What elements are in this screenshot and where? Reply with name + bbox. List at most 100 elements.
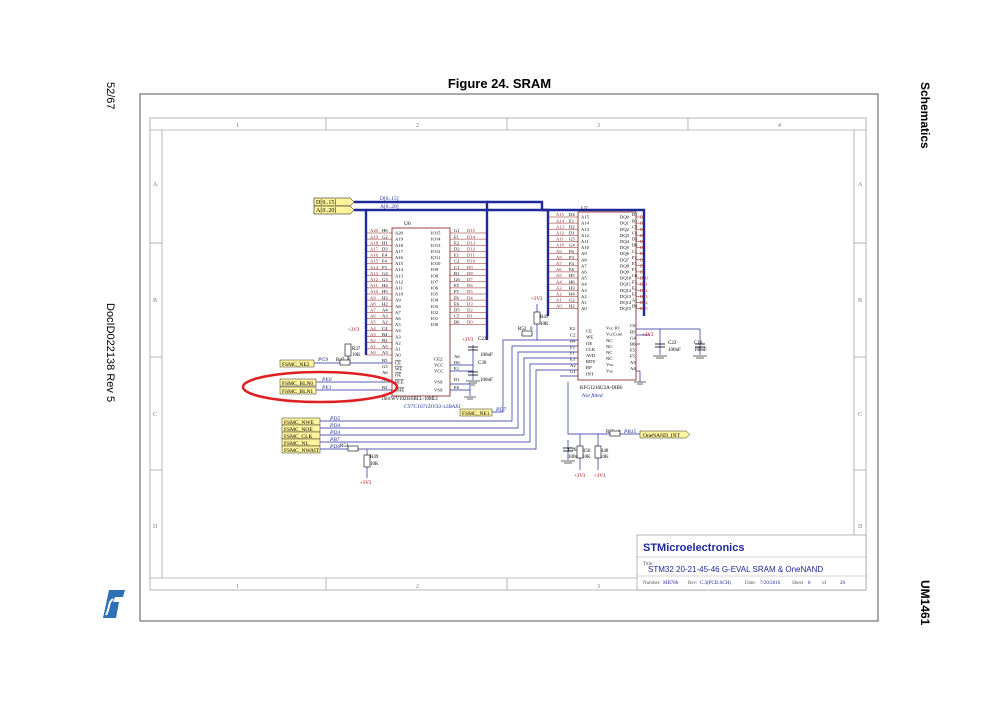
- u7-note: Not fitted: [581, 392, 603, 399]
- u6-addr-ball: E4: [382, 253, 388, 258]
- u6-data-pin: IO4: [431, 298, 439, 303]
- date-label: Date:: [745, 581, 756, 586]
- sheet-title: STM32 20-21-45-46 G-EVAL SRAM & OneNAND: [648, 565, 823, 574]
- u7-addr-ball: H5: [569, 273, 575, 278]
- u7-addr-pin: A11: [581, 239, 589, 244]
- r37-ref: R37: [352, 347, 361, 352]
- c18-value: 100nF: [694, 348, 707, 353]
- power-3v3: +3V3: [642, 333, 654, 338]
- u6-data-pin: IO3: [431, 304, 439, 309]
- net-pd6: PD6: [329, 444, 340, 450]
- u7-addr-net: A1: [556, 298, 562, 303]
- u7-data-pin: DQ0: [620, 215, 630, 220]
- net-pb15: PB15: [623, 429, 636, 435]
- u6-addr-net: A0: [370, 350, 376, 355]
- u6-data-net: D14: [467, 234, 476, 239]
- u6-data-ball: E5: [454, 283, 460, 288]
- u6-addr-pin: A8: [395, 304, 401, 309]
- u7-right-pin: NC: [606, 338, 612, 343]
- u7-addr-net: A8: [556, 255, 562, 260]
- power-3v3: +3V3: [462, 338, 474, 343]
- net-pb7: PB7: [329, 437, 340, 443]
- u7-addr-ball: E6: [569, 267, 575, 272]
- u6-ctrl-pin: CE: [395, 361, 401, 366]
- u7-addr-pin: A12: [581, 233, 590, 238]
- u6-addr-net: A2: [370, 338, 376, 343]
- u6-addr-pin: A20: [395, 231, 404, 236]
- label-fsmc-bln1: FSMC_BLN1: [282, 389, 313, 395]
- u6-addr-net: A19: [370, 234, 379, 239]
- u6-addr-net: A13: [370, 271, 379, 276]
- u7-addr-ball: D1: [569, 231, 575, 236]
- row-label: C: [858, 412, 862, 418]
- u7-right-pin: NC: [606, 356, 612, 361]
- u6-addr-net: A7: [370, 308, 376, 313]
- net-pd4: PD4: [329, 422, 340, 429]
- row-label: B: [153, 298, 157, 304]
- c23-ref: C23: [478, 337, 487, 342]
- u7-addr-net: A5: [556, 273, 562, 278]
- label-onenand-int: OneNAND_INT: [643, 433, 681, 439]
- u6-addr-pin: A11: [395, 286, 403, 291]
- u6-data-net: D0: [467, 320, 473, 325]
- inner-frame: [149, 117, 867, 591]
- u6-addr-pin: A5: [395, 322, 401, 327]
- u7-data-pin: DQ10: [620, 276, 632, 281]
- u7-addr-pin: A6: [581, 270, 587, 275]
- u7-data-pin: DQ1: [620, 221, 630, 226]
- u6-data-net: D7: [467, 277, 473, 282]
- highlight-ellipse: [241, 370, 399, 404]
- u7-ctrl-pin: RDY: [586, 359, 596, 364]
- u6-data-pin: IO15: [431, 231, 441, 236]
- u7-addr-pin: A7: [581, 263, 587, 268]
- u6-data-ball: D5: [454, 308, 460, 313]
- u7-ref: U7: [581, 206, 588, 212]
- u7-data-ball: C6: [632, 273, 638, 278]
- u7-body: [577, 211, 637, 381]
- u7-right-pin: Vss: [606, 368, 613, 373]
- u7-data-ball: F1: [632, 267, 637, 272]
- u6-bl-ball: B2: [382, 385, 388, 390]
- u7-addr-net: A2: [556, 292, 562, 297]
- u6-data-pin: IO7: [431, 279, 439, 284]
- bus-port-address: A[0..20]: [316, 208, 336, 214]
- u7-right-pin: Vss: [606, 362, 613, 367]
- u6-addr-ball: A2: [382, 320, 388, 325]
- u7-data-net: D8: [640, 263, 646, 268]
- u7-addr-net: A11: [556, 237, 564, 242]
- label-fsmc-clk: FSMC_CLK: [284, 434, 312, 440]
- u7-data-pin: DQ9: [620, 270, 630, 275]
- u6-data-pin: IO8: [431, 273, 439, 278]
- power-3v3: +3V3: [594, 474, 606, 479]
- u7-addr-net: A4: [556, 279, 562, 284]
- u7-right-ball: G4: [630, 335, 636, 340]
- passive-symbols: [339, 311, 621, 468]
- u7-addr-pin: A0: [581, 306, 587, 311]
- u7-data-net: D5: [640, 245, 646, 250]
- u7-addr-net: A15: [556, 212, 565, 217]
- u7-addr-pin: A4: [581, 282, 587, 287]
- c26-value: 100nF: [568, 455, 581, 460]
- col-label: 1: [236, 584, 239, 590]
- power-3v3: +3V3: [574, 474, 586, 479]
- u6-data-net: D4: [467, 295, 473, 300]
- company-name: STMicroelectronics: [643, 542, 744, 554]
- u7-addr-ball: H6: [569, 279, 575, 284]
- net-pd7: PD7: [495, 407, 506, 413]
- u7-addr-ball: G5: [569, 237, 575, 242]
- row-label: A: [858, 182, 863, 188]
- u6-addr-ball: C4: [382, 326, 388, 331]
- row-label: C: [153, 412, 157, 418]
- u7-addr-net: A12: [556, 231, 565, 236]
- u6-data-pin: IO9: [431, 267, 439, 272]
- net-pd3: PD3: [329, 430, 340, 436]
- u7-ctrl-ball: A2: [570, 363, 576, 368]
- u7-data-ball: D6: [632, 243, 638, 248]
- u6-data-net: D13: [467, 240, 476, 245]
- u6-part: CY7C1071DV33-12BAXI: [404, 404, 461, 410]
- bus-net-label: D[0..15]: [380, 196, 399, 202]
- r45-value: 10K: [540, 322, 549, 327]
- r37-value: 10K: [352, 353, 361, 358]
- u7-data-net: D10: [640, 276, 648, 281]
- net-pd5: PD5: [329, 416, 340, 422]
